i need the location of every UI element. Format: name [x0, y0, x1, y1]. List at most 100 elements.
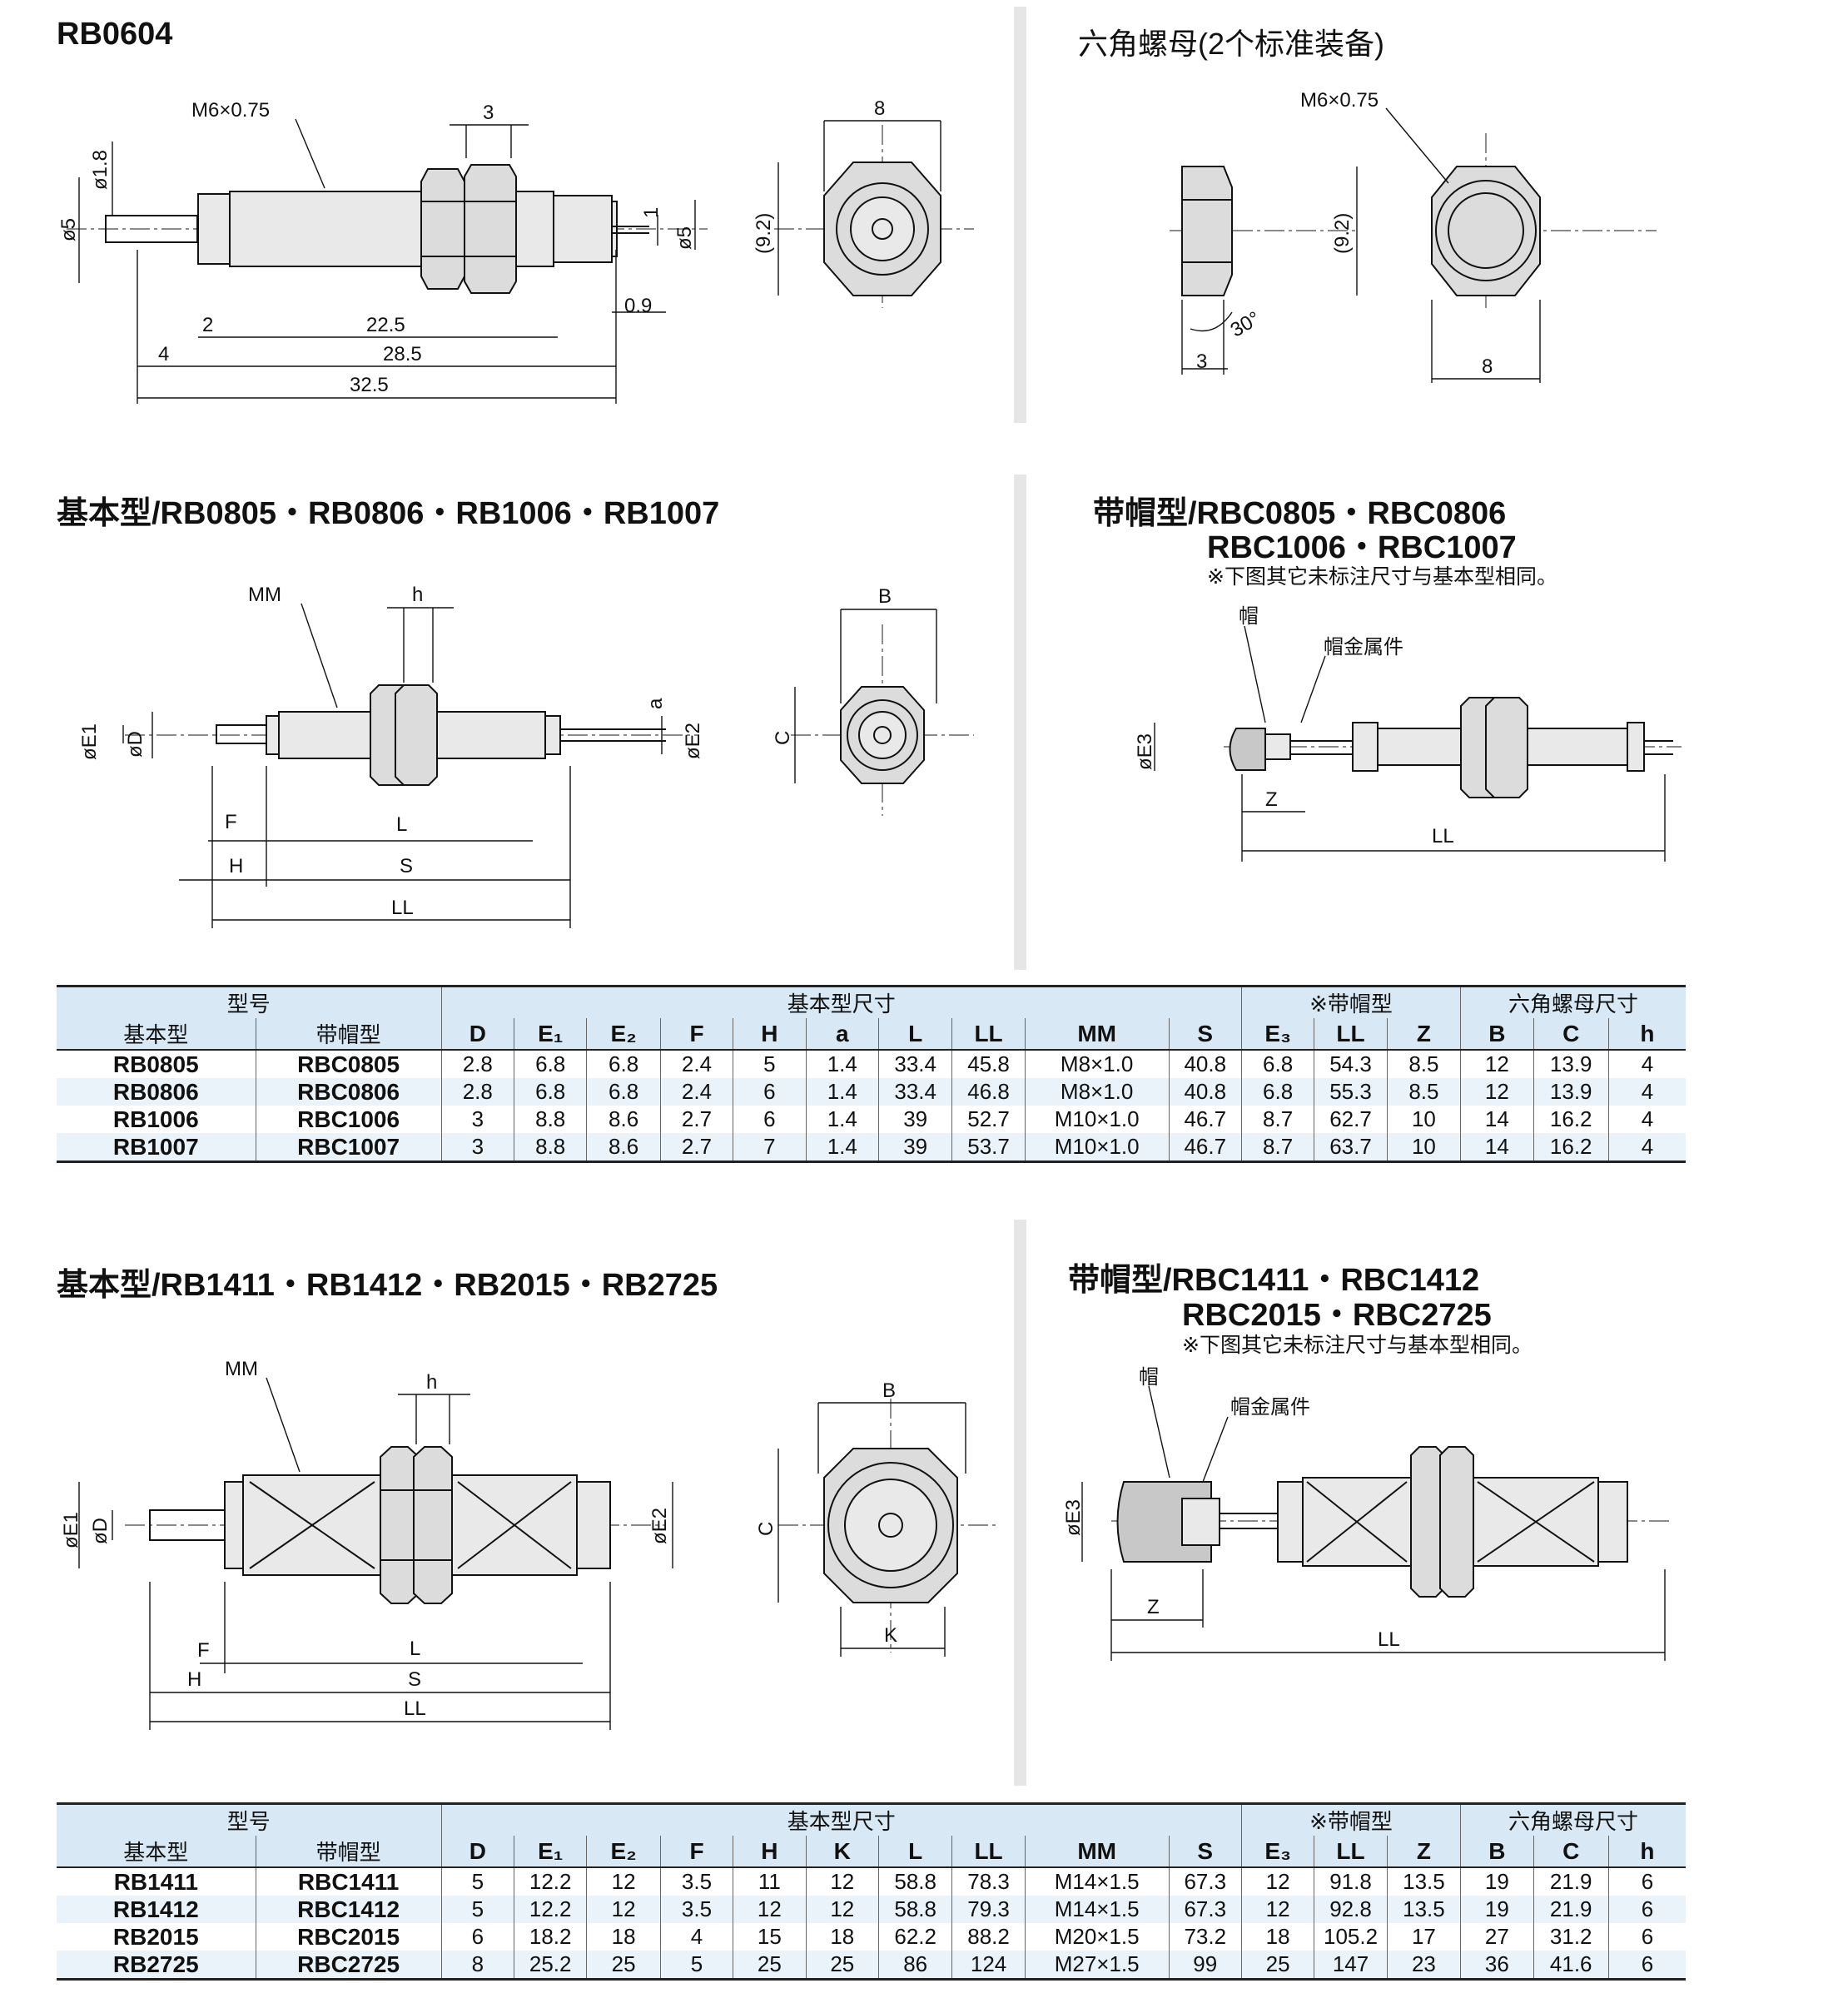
svg-text:帽: 帽 — [1139, 1366, 1159, 1389]
svg-text:S: S — [408, 1668, 421, 1691]
svg-text:F: F — [225, 811, 237, 833]
svg-text:3: 3 — [1196, 350, 1207, 373]
value-cell: 12 — [733, 1896, 807, 1923]
value-cell: 6 — [733, 1106, 807, 1133]
value-cell: 18 — [586, 1923, 661, 1951]
value-cell: 8.6 — [586, 1133, 661, 1163]
svg-text:8: 8 — [1482, 355, 1493, 378]
value-cell: 40.8 — [1168, 1050, 1242, 1078]
value-cell: 5 — [659, 1951, 733, 1981]
value-cell: 147 — [1314, 1951, 1388, 1981]
svg-text:ø5: ø5 — [57, 218, 80, 241]
svg-text:h: h — [412, 584, 423, 606]
value-cell: 12 — [805, 1896, 879, 1923]
svg-text:32.5: 32.5 — [350, 374, 389, 396]
value-cell: 14 — [1460, 1106, 1534, 1133]
value-cell: 13.5 — [1386, 1867, 1461, 1896]
svg-text:Z: Z — [1147, 1596, 1160, 1618]
title-cap-large-1: 带帽型/RBC1411・RBC1412 — [1068, 1263, 1480, 1298]
basic-large-drawing: MM h øE1 øD øE2 F L H S LL B C K — [60, 1358, 999, 1730]
value-cell: 1.4 — [805, 1133, 879, 1163]
svg-text:LL: LL — [1378, 1628, 1400, 1651]
value-cell: M14×1.5 — [1024, 1896, 1170, 1923]
value-cell: 8.6 — [586, 1106, 661, 1133]
value-cell: 13.9 — [1533, 1078, 1609, 1106]
value-cell: 2.4 — [659, 1078, 733, 1106]
value-cell: 62.2 — [877, 1923, 952, 1951]
svg-text:28.5: 28.5 — [383, 343, 422, 365]
svg-text:h: h — [426, 1371, 437, 1394]
value-cell: 12 — [1240, 1867, 1314, 1896]
svg-text:M6×0.75: M6×0.75 — [1300, 89, 1379, 112]
value-cell: 39 — [877, 1106, 952, 1133]
basic-small-drawing: MM h øE1 øD øE2 a F L H S LL B C — [78, 584, 974, 928]
svg-text:(9.2): (9.2) — [753, 213, 775, 254]
value-cell: 6 — [1607, 1951, 1686, 1981]
model-cell: RBC1006 — [255, 1106, 442, 1133]
svg-text:øE3: øE3 — [1134, 733, 1156, 770]
model-cell: RBC2725 — [255, 1951, 442, 1981]
value-cell: 63.7 — [1314, 1133, 1388, 1163]
svg-text:(9.2): (9.2) — [1331, 213, 1354, 254]
value-cell: 16.2 — [1533, 1106, 1609, 1133]
svg-text:L: L — [396, 813, 407, 836]
value-cell: 16.2 — [1533, 1133, 1609, 1163]
value-cell: 12.2 — [513, 1867, 587, 1896]
value-cell: 5 — [440, 1896, 514, 1923]
title-basic-small: 基本型/RB0805・RB0806・RB1006・RB1007 — [57, 496, 720, 531]
svg-text:C: C — [755, 1522, 777, 1536]
svg-text:C: C — [772, 731, 794, 745]
value-cell: 6.8 — [513, 1078, 587, 1106]
value-cell: 6 — [733, 1078, 807, 1106]
value-cell: 86 — [877, 1951, 952, 1981]
value-cell: 8.5 — [1386, 1078, 1461, 1106]
model-cell: RBC1411 — [255, 1867, 442, 1896]
divider-middle — [1014, 475, 1026, 970]
svg-text:30°: 30° — [1227, 307, 1264, 342]
svg-text:LL: LL — [404, 1697, 426, 1720]
model-cell: RBC1007 — [255, 1133, 442, 1163]
value-cell: M14×1.5 — [1024, 1867, 1170, 1896]
svg-text:øE3: øE3 — [1062, 1499, 1085, 1536]
value-cell: 4 — [1607, 1106, 1686, 1133]
value-cell: 6 — [440, 1923, 514, 1951]
value-cell: 1.4 — [805, 1106, 879, 1133]
value-cell: 79.3 — [951, 1896, 1026, 1923]
value-cell: 92.8 — [1314, 1896, 1388, 1923]
svg-text:LL: LL — [1432, 825, 1454, 847]
value-cell: 27 — [1460, 1923, 1534, 1951]
value-cell: 8 — [440, 1951, 514, 1981]
value-cell: 46.8 — [951, 1078, 1026, 1106]
svg-text:L: L — [410, 1638, 420, 1660]
model-cell: RB0806 — [57, 1078, 256, 1106]
value-cell: 91.8 — [1314, 1867, 1388, 1896]
value-cell: 8.5 — [1386, 1050, 1461, 1078]
value-cell: 55.3 — [1314, 1078, 1388, 1106]
value-cell: 31.2 — [1533, 1923, 1609, 1951]
svg-text:LL: LL — [391, 897, 414, 919]
value-cell: 46.7 — [1168, 1106, 1242, 1133]
value-cell: 19 — [1460, 1867, 1534, 1896]
svg-text:H: H — [187, 1668, 201, 1691]
value-cell: 8.7 — [1240, 1133, 1314, 1163]
value-cell: 78.3 — [951, 1867, 1026, 1896]
value-cell: 6 — [1607, 1923, 1686, 1951]
value-cell: 2.4 — [659, 1050, 733, 1078]
value-cell: 41.6 — [1533, 1951, 1609, 1981]
rb0604-side-drawing: M6×0.75 3 ø5 ø1.8 ø5 1 2 22.5 0.9 28.5 4… — [57, 97, 974, 404]
svg-text:8: 8 — [874, 97, 885, 120]
value-cell: 10 — [1386, 1106, 1461, 1133]
value-cell: 12.2 — [513, 1896, 587, 1923]
value-cell: 2.7 — [659, 1133, 733, 1163]
value-cell: 18 — [805, 1923, 879, 1951]
value-cell: 10 — [1386, 1133, 1461, 1163]
svg-text:F: F — [197, 1639, 210, 1662]
title-basic-large: 基本型/RB1411・RB1412・RB2015・RB2725 — [57, 1268, 718, 1303]
value-cell: 105.2 — [1314, 1923, 1388, 1951]
divider-top — [1014, 7, 1026, 423]
svg-text:øE1: øE1 — [78, 723, 101, 760]
value-cell: 53.7 — [951, 1133, 1026, 1163]
